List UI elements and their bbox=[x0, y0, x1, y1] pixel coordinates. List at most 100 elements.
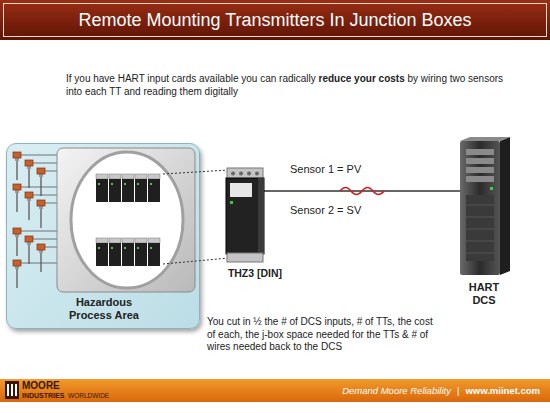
status-led bbox=[230, 201, 233, 204]
module-body bbox=[226, 178, 264, 254]
tagline-text: Demand Moore Reliability bbox=[342, 385, 451, 397]
sensor-neck bbox=[39, 206, 43, 209]
sensor-cable bbox=[45, 247, 57, 248]
drive-bay bbox=[466, 149, 494, 155]
terminal-top bbox=[109, 174, 121, 179]
drive-bay bbox=[466, 158, 494, 164]
device-label: HART DCS bbox=[461, 281, 507, 307]
vent-line bbox=[466, 253, 494, 254]
terminal-screw bbox=[231, 172, 235, 176]
sensor-cable bbox=[33, 239, 57, 240]
sensor-head bbox=[25, 160, 33, 166]
transmitter-module bbox=[122, 243, 134, 266]
sensor-cable bbox=[33, 163, 57, 164]
vent-line bbox=[466, 205, 494, 206]
sensor-head bbox=[37, 244, 45, 250]
logo-square bbox=[5, 381, 19, 399]
terminal-top bbox=[122, 174, 134, 179]
transmitter-module bbox=[109, 243, 121, 266]
sensor-neck bbox=[15, 158, 19, 161]
dcs-server-illustration bbox=[448, 135, 520, 277]
junction-box-illustration bbox=[7, 144, 201, 294]
terminal-top bbox=[148, 238, 160, 243]
website-text: www.miinet.com bbox=[465, 385, 540, 397]
terminal-top bbox=[96, 174, 108, 179]
front-label bbox=[230, 183, 252, 197]
status-led bbox=[111, 247, 113, 249]
transmitter-module bbox=[148, 243, 160, 266]
terminal-screw bbox=[255, 172, 259, 176]
power-led bbox=[490, 187, 493, 190]
sensor-neck bbox=[39, 250, 43, 253]
status-led bbox=[98, 183, 100, 185]
sensor-cable bbox=[45, 203, 57, 204]
transmitter-rows bbox=[96, 174, 160, 266]
module-side bbox=[258, 178, 264, 254]
server-front bbox=[460, 141, 500, 275]
signal-label: Sensor 1 = PV bbox=[290, 163, 361, 176]
sensor-neck bbox=[15, 234, 19, 237]
intro-emphasis: reduce your costs bbox=[319, 73, 405, 84]
status-led bbox=[137, 247, 139, 249]
sensor-probe bbox=[16, 161, 18, 180]
sensor-cable bbox=[21, 187, 57, 188]
vent-grill bbox=[466, 195, 494, 261]
logo-word: MOORE bbox=[22, 380, 60, 391]
din-transmitter-illustration bbox=[219, 167, 291, 263]
logo-word: INDUSTRIES bbox=[22, 391, 64, 400]
logo-stripe bbox=[15, 384, 17, 396]
vent-line bbox=[466, 229, 494, 230]
sensor-probe bbox=[28, 169, 30, 188]
signal-wire bbox=[291, 191, 448, 192]
wire-stub bbox=[448, 190, 461, 192]
tagline-separator: | bbox=[457, 385, 459, 397]
status-led bbox=[98, 247, 100, 249]
drive-bay bbox=[466, 167, 494, 173]
transmitter-module bbox=[109, 179, 121, 202]
sensor-neck bbox=[15, 266, 19, 269]
sensor-probe bbox=[16, 237, 18, 256]
junction-box-window bbox=[71, 152, 183, 288]
terminal-top bbox=[109, 238, 121, 243]
terminal-top bbox=[135, 238, 147, 243]
vent-line bbox=[466, 241, 494, 242]
sensor-head bbox=[37, 168, 45, 174]
terminal-top bbox=[148, 174, 160, 179]
sensor-probe bbox=[28, 245, 30, 264]
server-side bbox=[500, 137, 510, 275]
sensor-probe bbox=[28, 201, 30, 220]
footer-tagline: Demand Moore Reliability | www.miinet.com bbox=[342, 385, 540, 397]
status-led bbox=[137, 183, 139, 185]
logo-stripe bbox=[11, 384, 13, 396]
wire-line bbox=[291, 190, 448, 192]
status-led bbox=[150, 247, 152, 249]
title-bar: Remote Mounting Transmitters In Junction… bbox=[0, 0, 550, 40]
sensor-cable bbox=[21, 263, 57, 264]
transmitter-module bbox=[122, 179, 134, 202]
sensor-probe bbox=[40, 253, 42, 272]
terminal-top bbox=[135, 174, 147, 179]
terminal-top bbox=[122, 238, 134, 243]
zoom-leader-line bbox=[163, 170, 229, 174]
sensor-neck bbox=[27, 166, 31, 169]
sensor-cable bbox=[33, 195, 57, 196]
sensor-head bbox=[25, 236, 33, 242]
area-label: Hazardous Process Area bbox=[56, 296, 152, 322]
intro-text: If you have HART input cards available y… bbox=[66, 73, 316, 84]
sensor-cable bbox=[45, 171, 57, 172]
vent-line bbox=[466, 217, 494, 218]
sensor-head bbox=[25, 192, 33, 198]
sensor-group bbox=[13, 152, 57, 288]
intro-paragraph: If you have HART input cards available y… bbox=[66, 72, 514, 98]
transmitter-module bbox=[96, 179, 108, 202]
sensor-neck bbox=[27, 198, 31, 201]
sensor-neck bbox=[39, 174, 43, 177]
wire-stub bbox=[264, 190, 291, 192]
signal-label: Sensor 2 = SV bbox=[290, 204, 361, 217]
sensor-neck bbox=[15, 190, 19, 193]
hart-signal-wave bbox=[340, 188, 384, 195]
sensor-neck bbox=[27, 242, 31, 245]
transmitter-module bbox=[148, 179, 160, 202]
status-led bbox=[111, 183, 113, 185]
